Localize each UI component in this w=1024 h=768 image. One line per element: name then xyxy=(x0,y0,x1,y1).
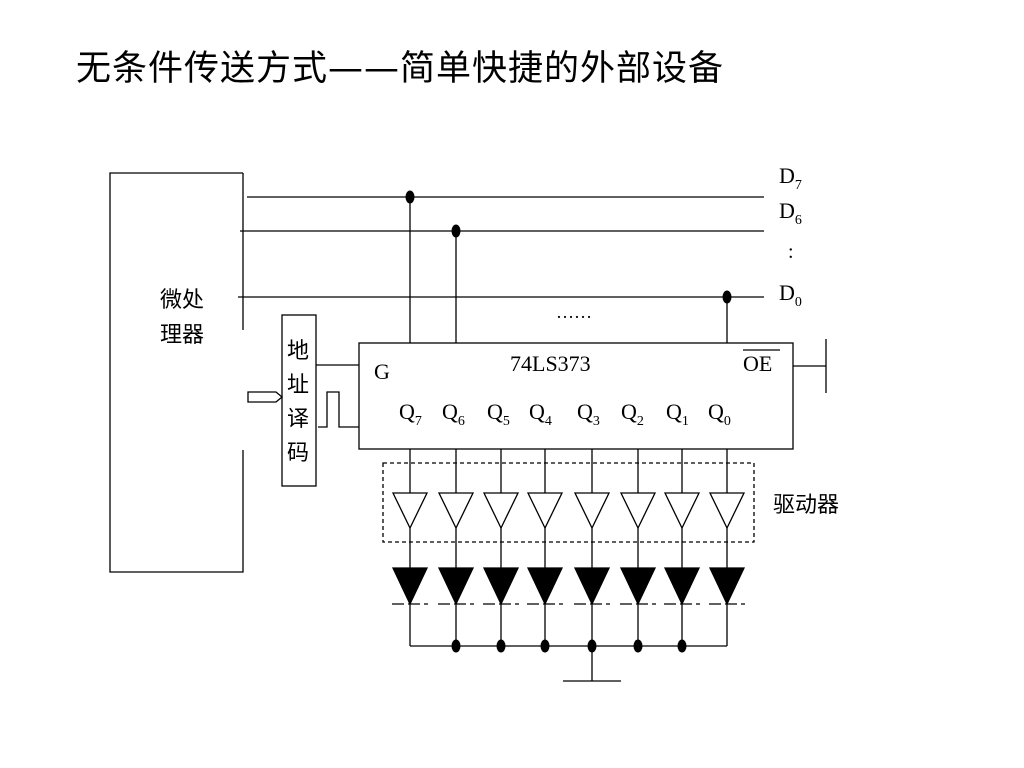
led-diode-icon xyxy=(526,567,564,606)
led-diode-icon xyxy=(573,567,611,606)
bus-label-d0: D0 xyxy=(779,280,802,310)
junction-dot xyxy=(451,224,461,238)
channel-q5 xyxy=(482,449,520,653)
driver-label: 驱动器 xyxy=(773,493,839,518)
decoder-char-3: 译 xyxy=(287,407,309,432)
driver-buffer-icon xyxy=(663,492,701,530)
driver-buffer-icon xyxy=(437,492,475,530)
channel-q1 xyxy=(663,449,701,653)
driver-buffer-icon xyxy=(573,492,611,530)
led-diode-icon xyxy=(708,567,746,606)
bus-label-ellipsis: : xyxy=(788,241,794,263)
driver-buffer-icon xyxy=(482,492,520,530)
latch-output-q7: Q7 xyxy=(399,399,422,429)
latch-gate-pin: G xyxy=(374,359,390,384)
data-bus xyxy=(238,196,764,298)
decoder-char-4: 码 xyxy=(287,441,309,466)
led-diode-icon xyxy=(391,567,429,606)
driver-buffer-icon xyxy=(708,492,746,530)
bus-label-d6: D6 xyxy=(779,198,802,228)
led-diode-icon xyxy=(663,567,701,606)
latch-oe-pin: OE xyxy=(743,351,772,376)
channel-q6 xyxy=(437,449,475,653)
latch-output-labels: Q7 Q6 Q5 Q4 Q3 Q2 Q1 Q0 xyxy=(399,399,731,429)
latch-output-q0: Q0 xyxy=(708,399,731,429)
latch-part-number: 74LS373 xyxy=(510,351,591,376)
channel-q3 xyxy=(573,449,611,653)
latch-output-q5: Q5 xyxy=(487,399,510,429)
latch-74ls373 xyxy=(358,342,794,450)
driver-buffer-icon xyxy=(619,492,657,530)
channel-q2 xyxy=(619,449,657,653)
junction-dot xyxy=(405,190,415,204)
address-input-arrow xyxy=(247,391,284,403)
driver-buffer-icon xyxy=(526,492,564,530)
cpu-label-line2: 理器 xyxy=(160,323,204,348)
led-diode-icon xyxy=(437,567,475,606)
driver-buffer-icon xyxy=(391,492,429,530)
address-decoder-block xyxy=(281,314,317,487)
latch-output-q3: Q3 xyxy=(577,399,600,429)
latch-output-q1: Q1 xyxy=(666,399,689,429)
channel-q7 xyxy=(391,449,429,646)
bus-taps xyxy=(409,197,728,343)
cpu-label-line1: 微处 xyxy=(160,288,204,313)
latch-output-q4: Q4 xyxy=(529,399,552,429)
bus-ellipsis: …… xyxy=(556,302,592,322)
bus-junctions xyxy=(405,190,732,304)
microprocessor-block xyxy=(109,172,244,573)
latch-output-q6: Q6 xyxy=(442,399,465,429)
driver-group-box xyxy=(382,462,755,543)
decoder-char-2: 址 xyxy=(287,373,309,398)
output-channels xyxy=(391,449,746,653)
page-title: 无条件传送方式——简单快捷的外部设备 xyxy=(76,49,725,89)
decoder-char-1: 地 xyxy=(287,339,309,364)
channel-q0 xyxy=(708,449,746,646)
bus-label-d7: D7 xyxy=(779,163,802,193)
latch-output-q2: Q2 xyxy=(621,399,644,429)
led-diode-icon xyxy=(482,567,520,606)
led-diode-icon xyxy=(619,567,657,606)
channel-q4 xyxy=(526,449,564,653)
junction-dot xyxy=(722,290,732,304)
strobe-pulse xyxy=(318,391,359,428)
